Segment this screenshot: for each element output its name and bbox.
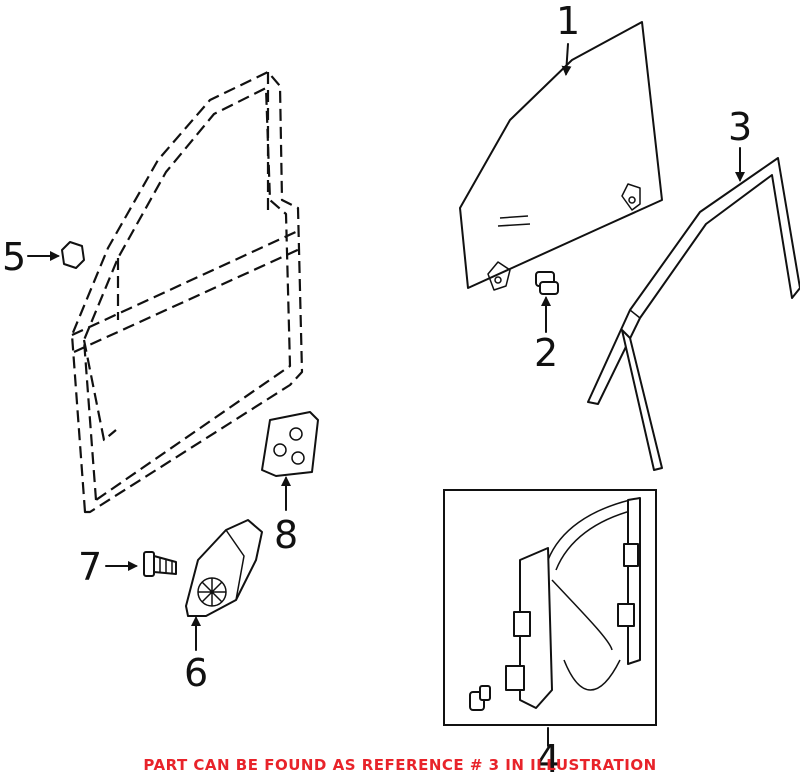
callout-7: 7 [78, 545, 102, 589]
door-clip [61, 241, 85, 269]
window-regulator [443, 489, 657, 726]
mounting-bolt [143, 551, 177, 577]
reference-note: PART CAN BE FOUND AS REFERENCE # 3 IN IL… [143, 756, 657, 774]
glass-pin [535, 271, 559, 295]
leader-lines [27, 43, 745, 747]
callout-2: 2 [534, 331, 558, 375]
callout-3: 3 [728, 105, 752, 149]
regulator-motor [185, 519, 263, 617]
callout-6: 6 [184, 651, 208, 695]
bracket [261, 411, 319, 477]
door-shell-outline [70, 70, 304, 514]
callout-4: 4 [536, 737, 560, 781]
callout-1: 1 [556, 0, 580, 43]
door-glass [459, 21, 663, 291]
window-run-channel [587, 157, 800, 471]
callout-8: 8 [274, 513, 298, 557]
callout-5: 5 [2, 235, 26, 279]
